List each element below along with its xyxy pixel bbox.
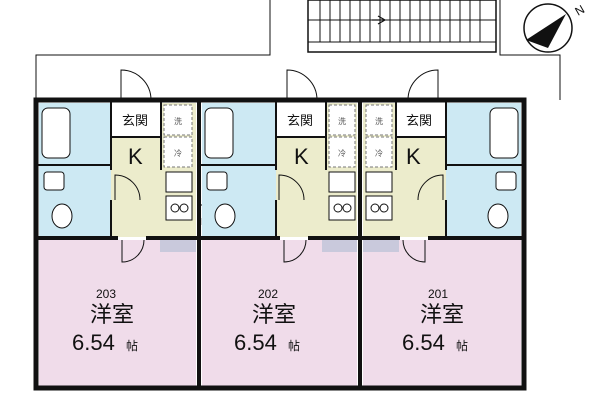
compass: N: [523, 2, 588, 53]
kitchen-sink-icon: [365, 171, 393, 193]
area-unit: 帖: [456, 338, 468, 353]
door-swing: [114, 174, 141, 201]
area-unit: 帖: [288, 338, 300, 353]
sink-icon: [206, 171, 228, 191]
room-area: 6.54: [72, 330, 115, 355]
bathtub-icon: [41, 107, 71, 159]
washer-space: [328, 104, 356, 136]
entrance-floor: [396, 103, 446, 137]
kitchen-sink-icon: [328, 171, 356, 193]
washer-space: [163, 104, 193, 136]
room-type: 洋室: [420, 302, 464, 327]
bathtub-icon: [204, 107, 234, 159]
fridge-label: 冷: [338, 148, 346, 158]
sink-icon: [495, 171, 517, 191]
area-unit: 帖: [126, 338, 138, 353]
unit-201: 玄関 K 洗 冷 201 洋室 6.54 帖: [363, 69, 521, 391]
burner-icon: [333, 203, 343, 213]
closet: [322, 240, 357, 252]
room-number: 203: [96, 287, 116, 301]
corridor-outline: [35, 0, 561, 100]
door-swing: [121, 239, 145, 263]
toilet-icon: [51, 203, 73, 229]
door-swing: [286, 69, 318, 101]
door-swing: [278, 174, 305, 201]
door-swing: [120, 69, 152, 101]
door-swing: [407, 69, 439, 101]
burner-icon: [370, 203, 380, 213]
kitchen-sink-icon: [165, 171, 193, 193]
door-swing: [402, 239, 426, 263]
kitchen-label: K: [294, 144, 309, 169]
room-area: 6.54: [402, 330, 445, 355]
entrance-floor: [111, 103, 161, 137]
kitchen-label: K: [128, 144, 143, 169]
washer-label: 洗: [174, 116, 182, 126]
unit-202: 玄関 K 洗 冷 202 洋室 6.54 帖: [202, 69, 357, 391]
inner-partitions: [36, 100, 524, 238]
burner-icon: [342, 203, 352, 213]
interior-walls: [36, 100, 524, 388]
entrance-floor: [276, 103, 326, 137]
closet: [363, 240, 399, 252]
burner-icon: [379, 203, 389, 213]
entrance-label: 玄関: [122, 113, 148, 128]
washer-space: [365, 104, 393, 136]
door-swing: [283, 239, 307, 263]
toilet-icon: [214, 203, 236, 229]
washer-label: 洗: [375, 116, 383, 126]
room-number: 201: [428, 287, 448, 301]
north-label: N: [573, 2, 588, 18]
door-swing: [417, 174, 444, 201]
fridge-label: 冷: [174, 148, 182, 158]
sink-icon: [43, 171, 65, 191]
room-type: 洋室: [90, 302, 134, 327]
room-floor: [202, 240, 357, 386]
fridge-space: [163, 136, 193, 168]
room-floor: [39, 240, 196, 386]
room-type: 洋室: [252, 302, 296, 327]
kitchen-label: K: [406, 144, 421, 169]
burner-icon: [179, 203, 189, 213]
fridge-space: [365, 136, 393, 168]
room-area: 6.54: [234, 330, 277, 355]
room-floor: [363, 240, 521, 386]
entrance-label: 玄関: [287, 113, 313, 128]
room-number: 202: [258, 287, 278, 301]
washer-label: 洗: [338, 116, 346, 126]
toilet-icon: [487, 203, 509, 229]
fridge-space: [328, 136, 356, 168]
closet: [160, 240, 196, 252]
bathtub-icon: [489, 107, 519, 159]
fridge-label: 冷: [375, 148, 383, 158]
burner-icon: [170, 203, 180, 213]
entrance-label: 玄関: [406, 113, 432, 128]
staircase: [307, 0, 497, 53]
unit-203: 玄関 K 洗 冷 203 洋室 6.54 帖: [39, 69, 196, 391]
